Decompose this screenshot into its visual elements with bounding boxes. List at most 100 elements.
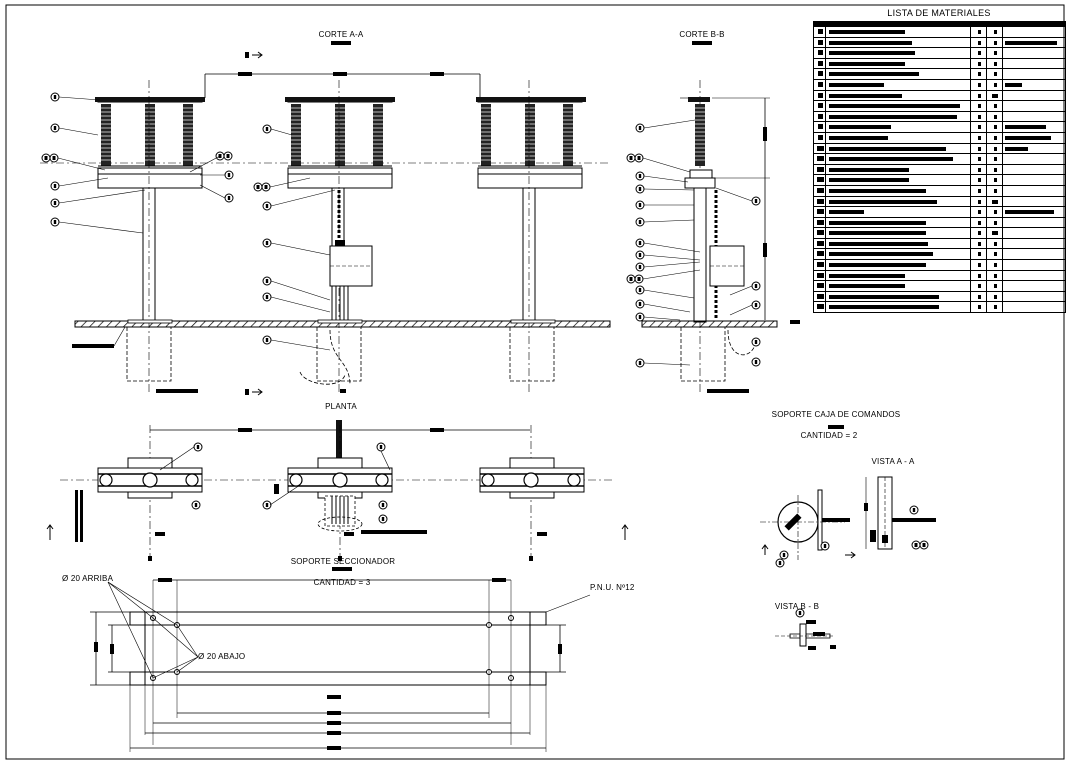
description-cell xyxy=(825,227,971,239)
observation-cell xyxy=(1002,26,1066,38)
quantity-cell xyxy=(986,280,1003,292)
item-cell xyxy=(813,121,826,133)
table-row xyxy=(813,131,1066,144)
observation-cell xyxy=(1002,89,1066,102)
description-cell xyxy=(825,142,971,155)
item-cell xyxy=(813,142,826,155)
quantity-cell xyxy=(986,174,1003,186)
item-cell xyxy=(813,259,826,271)
item-cell xyxy=(813,174,826,186)
quantity-cell xyxy=(986,131,1003,144)
observation-cell xyxy=(1002,153,1066,165)
observation-cell xyxy=(1002,78,1066,91)
item-cell xyxy=(813,216,826,229)
description-cell xyxy=(825,216,971,229)
unit-cell xyxy=(970,163,987,176)
description-cell xyxy=(825,121,971,133)
table-row xyxy=(813,195,1066,208)
description-cell xyxy=(825,301,971,314)
unit-cell xyxy=(970,237,987,250)
unit-cell xyxy=(970,68,987,80)
item-cell xyxy=(813,195,826,208)
corte-bb-title: CORTE B-B xyxy=(679,30,725,39)
unit-cell xyxy=(970,269,987,282)
unit-cell xyxy=(970,174,987,186)
unit-cell xyxy=(970,100,987,112)
quantity-cell xyxy=(986,153,1003,165)
observation-cell xyxy=(1002,184,1066,197)
quantity-cell xyxy=(986,184,1003,197)
quantity-cell xyxy=(986,78,1003,91)
table-row xyxy=(813,248,1066,261)
table-row xyxy=(813,280,1066,292)
quantity-cell xyxy=(986,68,1003,80)
soporte-caja-qty: CANTIDAD = 2 xyxy=(800,431,858,440)
materials-table xyxy=(813,21,1066,314)
quantity-cell xyxy=(986,89,1003,102)
unit-cell xyxy=(970,248,987,261)
description-cell xyxy=(825,195,971,208)
item-cell xyxy=(813,163,826,176)
observation-cell xyxy=(1002,248,1066,261)
soporte-caja-view xyxy=(760,425,936,650)
observation-cell xyxy=(1002,174,1066,186)
arriba-annotation: Ø 20 ARRIBA xyxy=(62,574,114,583)
observation-cell xyxy=(1002,280,1066,292)
table-row xyxy=(813,57,1066,70)
quantity-cell xyxy=(986,100,1003,112)
table-row xyxy=(813,237,1066,250)
description-cell xyxy=(825,78,971,91)
observation-cell xyxy=(1002,195,1066,208)
item-cell xyxy=(813,78,826,91)
item-cell xyxy=(813,237,826,250)
description-cell xyxy=(825,68,971,80)
quantity-cell xyxy=(986,26,1003,38)
unit-cell xyxy=(970,36,987,49)
unit-cell xyxy=(970,131,987,144)
quantity-cell xyxy=(986,36,1003,49)
observation-cell xyxy=(1002,57,1066,70)
unit-cell xyxy=(970,57,987,70)
unit-cell xyxy=(970,206,987,218)
unit-cell xyxy=(970,259,987,271)
observation-cell xyxy=(1002,237,1066,250)
item-cell xyxy=(813,47,826,59)
description-cell xyxy=(825,163,971,176)
description-cell xyxy=(825,269,971,282)
description-cell xyxy=(825,206,971,218)
quantity-cell xyxy=(986,259,1003,271)
description-cell xyxy=(825,110,971,123)
unit-cell xyxy=(970,227,987,239)
observation-cell xyxy=(1002,121,1066,133)
table-row xyxy=(813,184,1066,197)
description-cell xyxy=(825,47,971,59)
unit-cell xyxy=(970,290,987,303)
description-cell xyxy=(825,26,971,38)
description-cell xyxy=(825,131,971,144)
observation-cell xyxy=(1002,269,1066,282)
description-cell xyxy=(825,153,971,165)
unit-cell xyxy=(970,184,987,197)
materials-list-title: LISTA DE MATERIALES xyxy=(887,8,991,18)
soporte-seccionador-title: SOPORTE SECCIONADOR xyxy=(290,557,396,566)
item-cell xyxy=(813,206,826,218)
table-row xyxy=(813,100,1066,112)
observation-cell xyxy=(1002,100,1066,112)
quantity-cell xyxy=(986,47,1003,59)
item-cell xyxy=(813,100,826,112)
corte-aa-view xyxy=(40,51,611,396)
table-row xyxy=(813,269,1066,282)
table-row xyxy=(813,227,1066,239)
table-header-row xyxy=(813,21,1066,27)
abajo-annotation: Ø 20 ABAJO xyxy=(198,652,246,661)
quantity-cell xyxy=(986,121,1003,133)
item-cell xyxy=(813,57,826,70)
description-cell xyxy=(825,259,971,271)
soporte-caja-title: SOPORTE CAJA DE COMANDOS xyxy=(771,410,901,419)
observation-cell xyxy=(1002,131,1066,144)
item-cell xyxy=(813,301,826,314)
soporte-seccionador-view xyxy=(90,567,591,752)
quantity-cell xyxy=(986,301,1003,314)
description-cell xyxy=(825,290,971,303)
